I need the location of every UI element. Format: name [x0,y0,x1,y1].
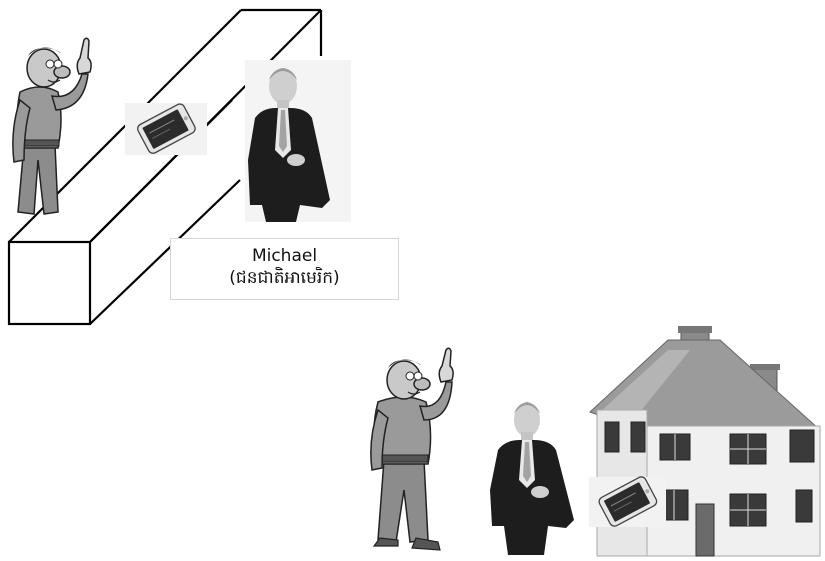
cartoon-man-bottom [371,348,453,550]
cartoon-man-top [13,38,91,214]
caption-nationality: (ជនជាតិអាមេរិក) [171,267,398,289]
phone-bottom [589,475,666,528]
name-caption-box: Michael (ជនជាតិអាមេរិក) [170,238,399,300]
caption-name: Michael [171,245,398,267]
phone-top [125,102,207,155]
businessman-bottom [490,402,574,555]
businessman-top [245,60,351,222]
